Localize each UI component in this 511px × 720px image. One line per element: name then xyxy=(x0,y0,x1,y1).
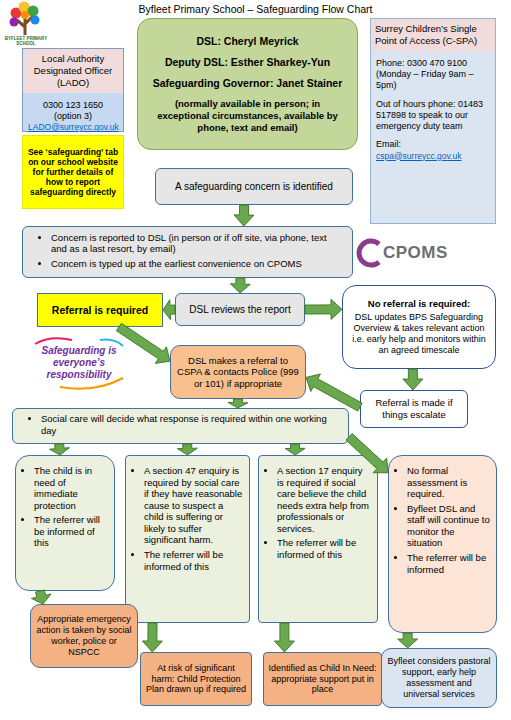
box-text: cspa@surreycc.gov.uk xyxy=(371,151,495,162)
bullet-text: The referrer will be informed of this xyxy=(34,514,108,549)
box-text: A safeguarding concern is identified xyxy=(162,181,346,193)
bullet-list: Concern is reported to DSL (in person or… xyxy=(37,232,342,273)
flow-arrow xyxy=(163,300,175,320)
outcome-box: The child is in need of immediate protec… xyxy=(15,455,115,591)
badge-background xyxy=(33,338,125,388)
logo-text: BYFLEET PRIMARY SCHOOL xyxy=(3,36,49,46)
box-text: LADO@surreycc.gov.uk xyxy=(23,122,123,133)
action-box: Byfleet considers pastoral support, earl… xyxy=(381,648,497,708)
cpoms-ring xyxy=(359,241,379,265)
logo-text: CPOMS xyxy=(383,243,453,263)
bullet-text: The referrer will be informed of this xyxy=(277,537,371,560)
box-text: (normally available in person; in except… xyxy=(148,98,347,134)
flow-arrow xyxy=(177,444,197,455)
decision-box: Referral is required xyxy=(37,293,163,327)
flow-arrow xyxy=(228,399,248,408)
bullet-text: The referrer will be informed xyxy=(407,552,490,575)
box-text: Byfleet considers pastoral support, earl… xyxy=(387,656,491,700)
box-text: Out of hours phone: 01483 517898 to spea… xyxy=(371,99,495,133)
box-text: Safeguarding Governor: Janet Stainer xyxy=(148,77,347,90)
outcome-box: A section 17 enquiry is required if soci… xyxy=(258,455,378,623)
flow-arrow xyxy=(274,623,294,652)
process-box: DSL reviews the report xyxy=(175,293,305,326)
box-text: See ‘safeguarding’ tab on our school web… xyxy=(27,147,119,198)
logo-leaf xyxy=(31,16,40,25)
bullet-text: The child is in need of immediate protec… xyxy=(34,465,108,511)
outcome-box: A section 47 enquiry is required by soci… xyxy=(125,455,250,623)
bullet-list: Social care will decide what response is… xyxy=(27,413,338,439)
process-box: A safeguarding concern is identified xyxy=(155,168,353,205)
box-text: Email: xyxy=(371,139,495,150)
flow-arrow xyxy=(50,444,70,455)
process-box: Social care will decide what response is… xyxy=(12,408,349,444)
bullet-list: A section 47 enquiry is required by soci… xyxy=(130,465,243,575)
note-box: See ‘safeguarding’ tab on our school web… xyxy=(22,135,124,209)
box-text: Referral is required xyxy=(42,304,158,317)
flow-arrow xyxy=(116,323,170,363)
safeguarding-badge xyxy=(33,338,125,389)
flow-arrow xyxy=(230,278,250,293)
box-text: DSL: Cheryl Meyrick xyxy=(148,35,347,48)
flow-arrow xyxy=(285,444,305,455)
staff-box: DSL: Cheryl MeyrickDeputy DSL: Esther Sh… xyxy=(137,18,358,150)
box-text: DSL makes a referral to CSPA & contacts … xyxy=(176,355,300,390)
bullet-list: A section 17 enquiry is required if soci… xyxy=(263,465,371,564)
process-box: DSL makes a referral to CSPA & contacts … xyxy=(170,345,306,399)
flow-arrow xyxy=(305,299,342,319)
bullet-text: No formal assessment is required. xyxy=(407,465,490,500)
logo-leaf xyxy=(10,18,19,27)
flow-arrow xyxy=(31,590,51,604)
action-box: Identified as Child In Need: appropriate… xyxy=(263,652,382,706)
box-text: Deputy DSL: Esther Sharkey-Yun xyxy=(148,56,347,69)
action-box: At risk of significant harm: Child Prote… xyxy=(140,652,252,706)
bullet-text: Byfleet DSL and staff will continue to m… xyxy=(407,503,490,549)
box-text: No referral is required: xyxy=(351,298,487,309)
bullet-text: Concern is reported to DSL (in person or… xyxy=(51,232,342,255)
flow-arrow xyxy=(398,633,418,648)
flow-arrow xyxy=(306,374,362,411)
flow-arrow xyxy=(234,205,254,226)
logo-leaf xyxy=(28,6,39,17)
contact-box: Local Authority Designated Officer (LADO… xyxy=(22,48,124,132)
box-text: Referral is made if things escalate xyxy=(366,397,462,420)
badge-text: Safeguarding is everyone’s responsibilit… xyxy=(35,345,123,381)
outcome-box: No formal assessment is required.Byfleet… xyxy=(388,455,497,633)
bullet-text: The referrer will be informed of this xyxy=(144,549,243,572)
bullet-list: No formal assessment is required.Byfleet… xyxy=(393,465,490,578)
box-text: DSL updates BPS Safeguarding Overview & … xyxy=(351,312,487,356)
chart-title: Byfleet Primary School – Safeguarding Fl… xyxy=(0,3,511,15)
box-text: Identified as Child In Need: appropriate… xyxy=(268,663,377,696)
badge-swoosh xyxy=(35,338,72,344)
bullet-text: Concern is typed up at the earliest conv… xyxy=(51,258,342,270)
box-text: Local Authority Designated Officer (LADO… xyxy=(23,49,123,93)
school-logo xyxy=(10,2,40,36)
contact-box: Surrey Children’s Single Point of Access… xyxy=(370,18,496,224)
action-box: Appropriate emergency action is taken by… xyxy=(30,604,138,668)
bullet-text: Social care will decide what response is… xyxy=(41,413,338,436)
box-text: DSL reviews the report xyxy=(180,304,300,316)
box-text: Phone: 0300 470 9100 (Monday – Friday 9a… xyxy=(371,58,495,92)
box-text: 0300 123 1650 (option 3) xyxy=(23,100,123,123)
box-text: Surrey Children’s Single Point of Access… xyxy=(371,19,495,51)
flow-arrow xyxy=(142,623,162,652)
note-box: Referral is made if things escalate xyxy=(360,390,468,428)
box-text: Appropriate emergency action is taken by… xyxy=(36,614,132,658)
bullet-list: The child is in need of immediate protec… xyxy=(20,465,108,552)
decision-box: No referral is required: DSL updates BPS … xyxy=(342,285,496,369)
process-box: Concern is reported to DSL (in person or… xyxy=(22,226,353,278)
flow-arrow xyxy=(403,369,423,390)
bullet-text: A section 47 enquiry is required by soci… xyxy=(144,465,243,546)
bullet-text: A section 17 enquiry is required if soci… xyxy=(277,465,371,534)
cpoms-logo xyxy=(359,241,379,265)
box-text: At risk of significant harm: Child Prote… xyxy=(145,663,247,696)
logo-leaf xyxy=(21,11,29,19)
